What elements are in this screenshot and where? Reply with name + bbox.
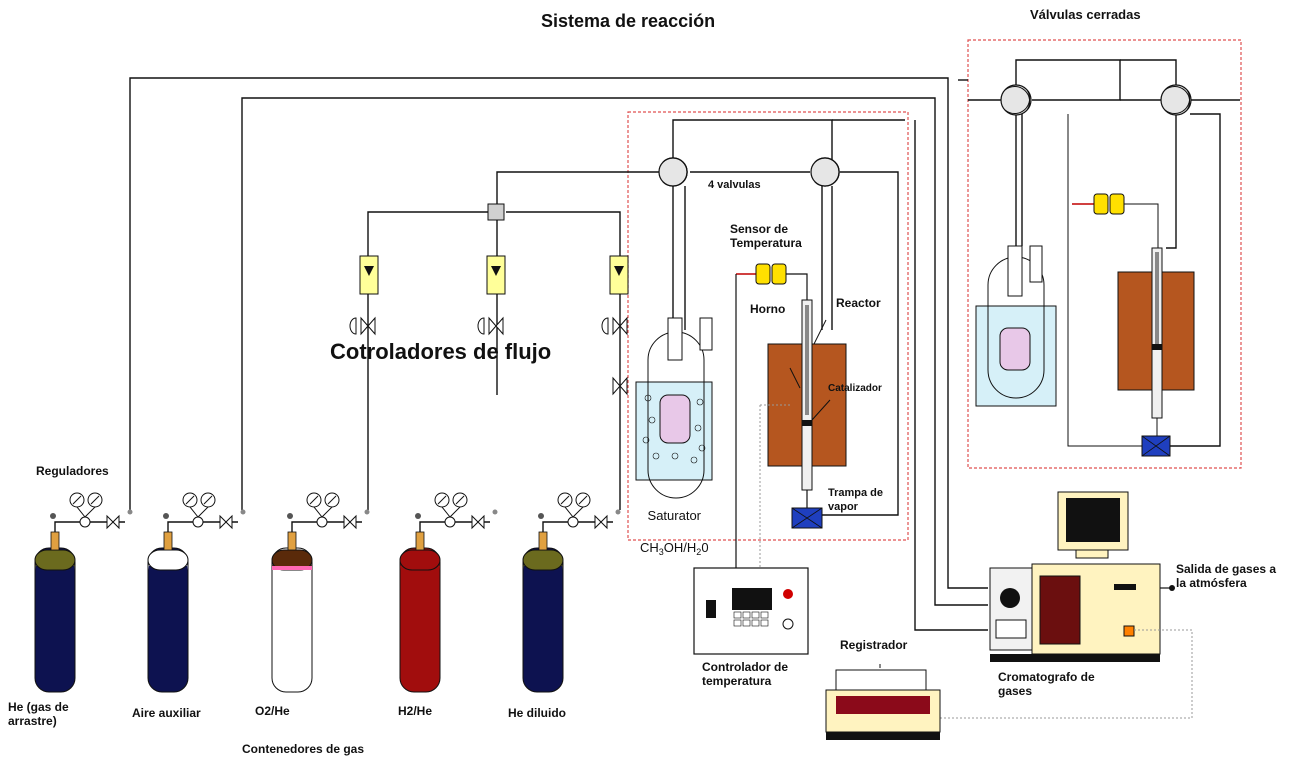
regulator-icon <box>163 492 246 532</box>
diagram-title: Sistema de reacción <box>541 11 716 31</box>
regulator-icon <box>538 492 621 532</box>
closed-valves-label: Válvulas cerradas <box>1030 7 1141 22</box>
gas-cylinder-icon <box>34 531 76 693</box>
exhaust-label: Salida de gases a la atmósfera <box>1176 562 1277 590</box>
recorder <box>825 664 941 740</box>
temperature-sensor-label: Sensor de Temperatura <box>730 222 802 250</box>
cylinder-label: H2/He <box>398 704 433 718</box>
catalyst-label: Catalizador <box>828 383 882 394</box>
temperature-sensor <box>735 263 808 572</box>
cylinder-label: He diluido <box>508 706 566 720</box>
recorder-label: Registrador <box>840 638 908 652</box>
saturator-name: Saturator <box>647 508 702 523</box>
gas-cylinder-icon <box>271 531 313 693</box>
needle-valve-icon <box>477 316 504 336</box>
cylinder-label: O2/He <box>255 704 290 718</box>
oven-label: Horno <box>750 302 786 316</box>
needle-valve-icon <box>612 376 628 396</box>
needle-valve-icon <box>601 316 628 336</box>
flow-meter <box>359 255 379 295</box>
reaction-zone-box <box>627 111 909 541</box>
gas-containers-label: Contenedores de gas <box>242 742 365 756</box>
closed-valves <box>1000 84 1192 116</box>
closed-oven <box>1072 193 1195 457</box>
four-way-valve-icon <box>1160 84 1192 116</box>
gas-cylinder-icon <box>147 531 189 693</box>
vapor-trap-label: Trampa de vapor <box>828 487 884 513</box>
feed-lines <box>129 77 988 631</box>
mixing-cross <box>487 203 505 221</box>
flow-controllers-label: Cotroladores de flujo <box>330 339 552 364</box>
chromatograph-label: Cromatografo de gases <box>998 670 1095 698</box>
saturator <box>635 317 713 499</box>
four-way-valve-icon <box>810 157 840 187</box>
cylinder-label: He (gas de arrastre) <box>8 700 69 728</box>
four-valves-label: 4 valvulas <box>708 179 761 191</box>
four-way-valve-icon <box>1000 84 1032 116</box>
gas-cylinder-icon <box>522 531 564 693</box>
closed-valves-lines <box>968 59 1240 447</box>
flow-meter <box>486 255 506 295</box>
saturator-formula: CH3OH/H20 <box>640 540 709 557</box>
regulator-icon <box>287 492 370 532</box>
oven <box>767 299 847 510</box>
four-way-valve-icon <box>658 157 688 187</box>
four-way-valves <box>658 157 840 187</box>
regulator-icon <box>50 492 133 532</box>
closed-valves-box <box>967 39 1242 469</box>
needle-valves <box>349 316 628 396</box>
regulators-label: Reguladores <box>36 464 109 478</box>
reactor-label: Reactor <box>836 296 881 310</box>
temperature-controller-label: Controlador de temperatura <box>702 660 788 688</box>
gas-cylinder-icon <box>399 531 441 693</box>
flow-meters <box>359 255 629 295</box>
flow-manifold <box>367 119 905 516</box>
regulators <box>50 492 621 532</box>
temperature-controller <box>693 404 809 655</box>
saturator-label: Saturator CH3OH/H20 <box>640 492 709 560</box>
flow-meter <box>609 255 629 295</box>
gas-cylinders <box>34 531 564 693</box>
cylinder-label: Aire auxiliar <box>132 706 201 720</box>
regulator-icon <box>415 492 498 532</box>
needle-valve-icon <box>349 316 376 336</box>
gas-chromatograph <box>940 491 1193 719</box>
closed-saturator <box>975 245 1057 407</box>
